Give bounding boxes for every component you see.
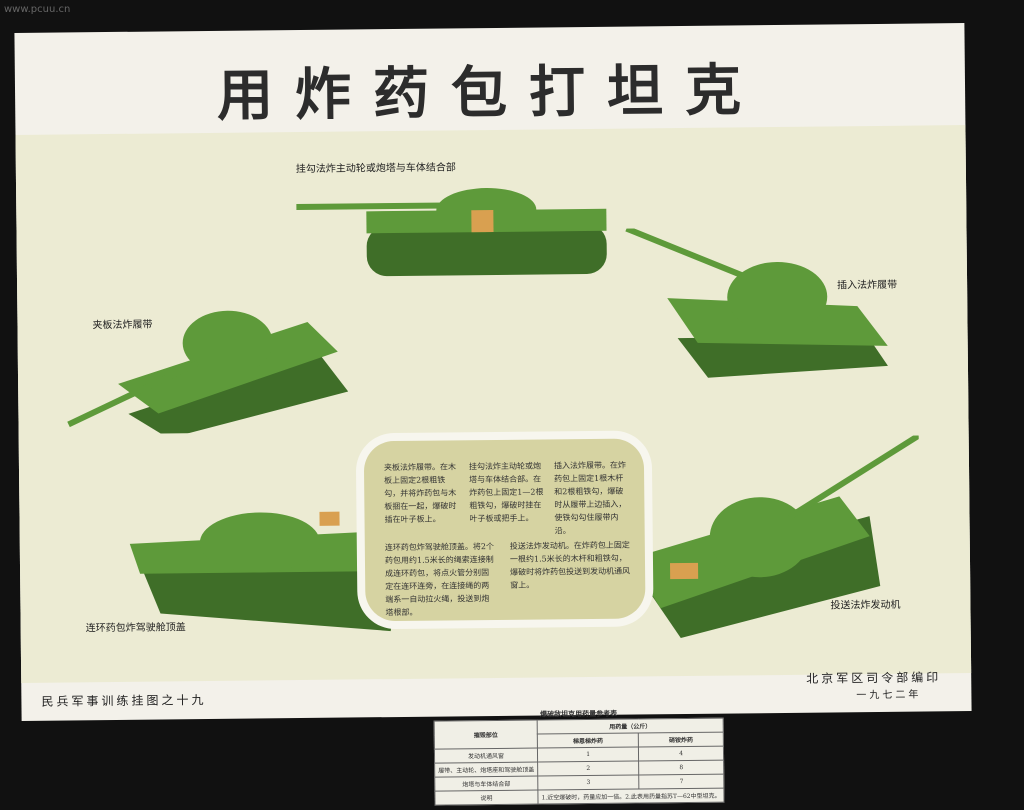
cell: 1.近空爆破时，药量应加一倍。2.此表用药量指苏T—62中型坦克。: [537, 788, 725, 805]
instruction-3: 插入法炸履带。在炸药包上固定1根木杆和2根粗铁勾，爆破时从履带上边插入，使铁勾勾…: [553, 460, 627, 536]
tank-left: [67, 310, 349, 435]
header-tnt: 梯恩梯炸药: [537, 732, 639, 749]
cell: 1: [537, 746, 639, 763]
instruction-4: 连环药包炸驾驶舱顶盖。将2个药包用约1.5米长的绳索连接制成连环药包，将点火管分…: [384, 542, 494, 618]
tank-top: [296, 188, 607, 277]
reference-table: 爆破敌坦克用药量参考表 摧毁部位用药量（公斤） 梯恩梯炸药硝铵炸药 发动机通风窗…: [433, 707, 725, 806]
poster-title: 用炸药包打坦克: [216, 58, 764, 129]
footer-year: 一九七二年: [856, 689, 922, 702]
instruction-2: 挂勾法炸主动轮或炮塔与车体结合部。在炸药包上固定1—2根粗铁勾，爆破时挂在叶子板…: [468, 461, 544, 524]
tank-right: [625, 225, 888, 378]
cell: 4: [638, 746, 724, 761]
cell: 发动机通风窗: [434, 748, 538, 764]
cell: 3: [537, 774, 640, 791]
poster: 用炸药包打坦克 挂勾法炸主动轮或炮塔与车体结合部 夹板法炸履带 插入法炸履带 连…: [14, 23, 972, 806]
tank-bottom-left: [129, 511, 491, 632]
illustration-area: 挂勾法炸主动轮或炮塔与车体结合部 夹板法炸履带 插入法炸履带 连环药包炸驾驶舱顶…: [15, 125, 972, 806]
cell: 说明: [434, 790, 539, 806]
cell: 炮塔与车体结合部: [434, 776, 538, 792]
cell: 2: [537, 760, 639, 777]
watermark: www.pcuu.cn: [4, 4, 71, 15]
tank-bottom-right: [629, 435, 921, 639]
footer-right: 北京军区司令部编印: [806, 670, 942, 686]
header-nh: 硝铵炸药: [638, 732, 724, 747]
header-part: 摧毁部位: [434, 720, 538, 750]
instruction-panel: 夹板法炸履带。在木板上固定2根粗铁勾，并将炸药包与木板捆在一起，爆破时插在叶子板…: [363, 438, 646, 622]
cell: 履带、主动轮、炮塔座和驾驶舱顶盖: [434, 762, 538, 778]
cell: 7: [638, 774, 724, 789]
instruction-5: 投送法炸发动机。在炸药包上固定一根约1.5米长的木杆和粗铁勾，爆破时将炸药包投送…: [509, 540, 631, 590]
instruction-1: 夹板法炸履带。在木板上固定2根粗铁勾，并将炸药包与木板捆在一起，爆破时插在叶子板…: [383, 462, 457, 525]
footer-left: 民兵军事训练挂图之十九: [41, 693, 207, 709]
